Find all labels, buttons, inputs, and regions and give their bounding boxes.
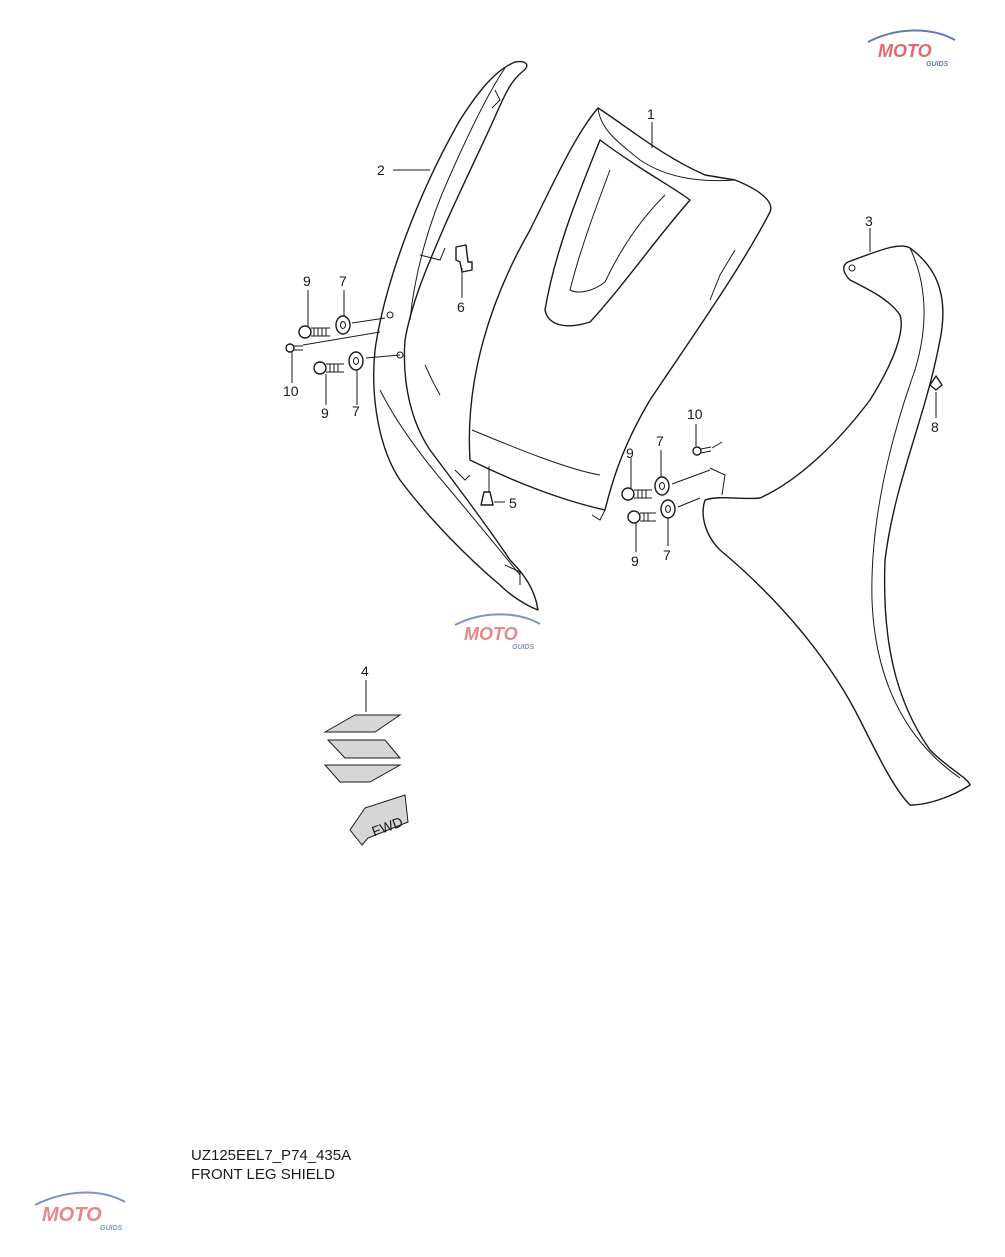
watermark-top-right: MOTO GUIDS: [867, 29, 956, 68]
callout-7-b: 7: [352, 403, 360, 419]
callout-9-c: 9: [626, 445, 634, 461]
callout-2: 2: [377, 162, 385, 178]
callout-9-a: 9: [303, 273, 311, 289]
part-3-leg-shield-right: [702, 245, 971, 806]
callout-leaders: [291, 122, 937, 712]
callout-8: 8: [931, 419, 939, 435]
callout-1: 1: [647, 106, 655, 122]
callout-10-b: 10: [687, 406, 703, 422]
watermark-brand-center: MOTO: [464, 624, 518, 644]
part-1-front-leg-shield: [468, 107, 772, 521]
diagram-title: FRONT LEG SHIELD: [191, 1166, 335, 1183]
callout-6: 6: [457, 299, 465, 315]
watermark-center: MOTO GUIDS: [454, 613, 541, 651]
callout-5: 5: [509, 495, 517, 511]
hardware-left: [285, 244, 494, 506]
callout-10-a: 10: [283, 383, 299, 399]
callout-9-b: 9: [321, 405, 329, 421]
callout-labels: 1 2 3 4 5 6 7 7 7 7 8 9 9 9 9 10 10: [283, 106, 939, 679]
part-2-inner-cover-left: [373, 60, 539, 611]
callout-9-d: 9: [631, 553, 639, 569]
part-4-emblem: [323, 714, 402, 783]
watermark-sub-center: GUIDS: [512, 644, 535, 651]
watermark-bottom-left: MOTO GUIDS: [34, 1191, 126, 1232]
callout-7-d: 7: [663, 547, 671, 563]
watermark-sub: GUIDS: [926, 61, 949, 68]
hardware-right: [621, 375, 943, 524]
fwd-arrow-badge: FWD: [349, 794, 409, 846]
diagram-code: UZ125EEL7_P74_435A: [191, 1147, 352, 1164]
callout-4: 4: [361, 663, 369, 679]
callout-3: 3: [865, 213, 873, 229]
callout-7-c: 7: [656, 433, 664, 449]
watermark-brand-bottom: MOTO: [42, 1204, 102, 1226]
watermark-brand: MOTO: [878, 41, 932, 61]
callout-7-a: 7: [339, 273, 347, 289]
watermark-sub-bottom: GUIDS: [100, 1225, 123, 1232]
